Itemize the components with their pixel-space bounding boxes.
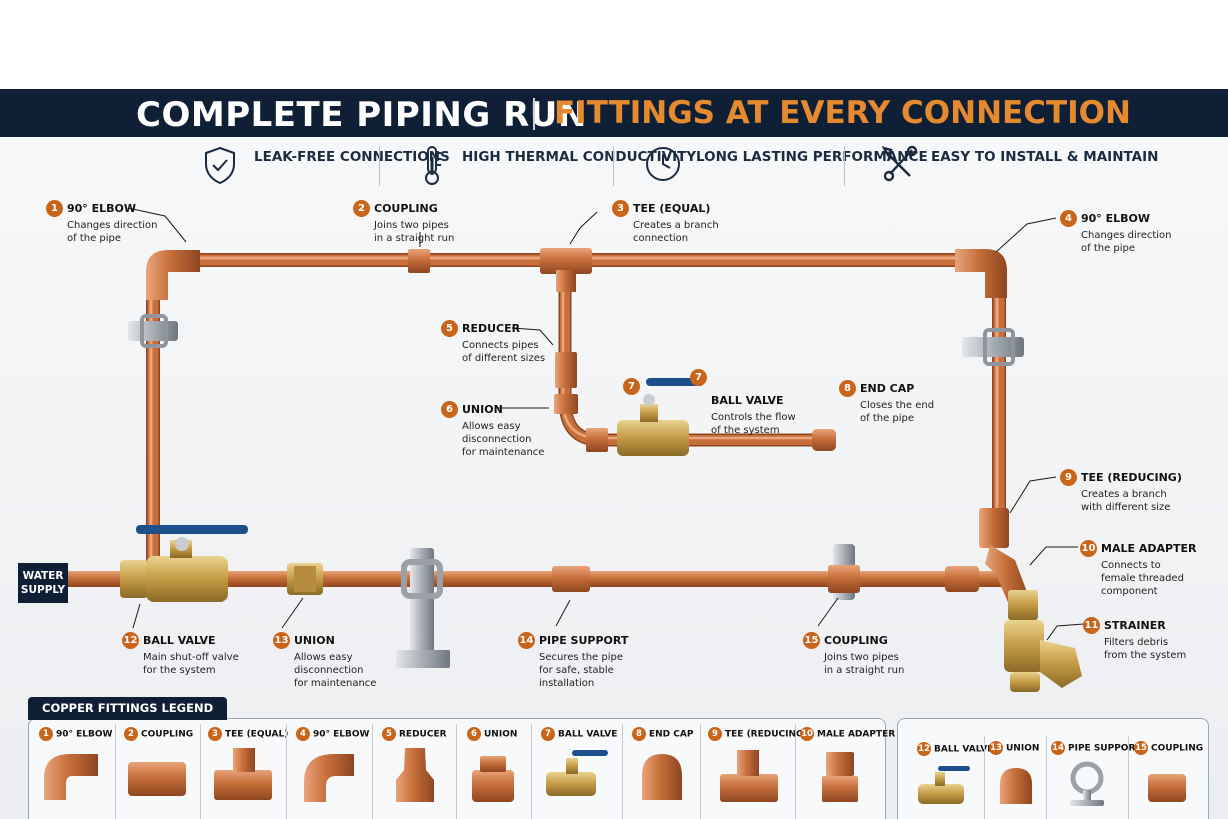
elbow-4 — [955, 249, 1007, 298]
thumb-male-adapter-10 — [822, 752, 858, 802]
feature-thermal: HIGH THERMAL CONDUCTIVITY — [462, 149, 697, 165]
ball-valve-7 — [617, 378, 704, 456]
thumb-tee-reducing-9 — [720, 750, 778, 802]
thumb-end-cap-8 — [642, 754, 682, 800]
legend-divider — [984, 736, 985, 819]
header-bar — [0, 89, 1228, 137]
legend-divider — [531, 724, 532, 819]
clock-icon — [646, 147, 680, 181]
reducer-5 — [555, 352, 577, 388]
legend-divider — [622, 724, 623, 819]
feature-leak-free: LEAK-FREE CONNECTIONS — [254, 149, 450, 165]
legend-divider — [795, 724, 796, 819]
legend-divider — [1128, 736, 1129, 819]
legend-divider — [372, 724, 373, 819]
legend-divider — [700, 724, 701, 819]
legend-divider — [286, 724, 287, 819]
feature-long-lasting: LONG LASTING PERFORMANCE — [696, 149, 928, 165]
feature-divider — [844, 146, 845, 186]
fittings — [120, 248, 1082, 692]
thumb-ball-valve-12 — [918, 766, 970, 804]
thermometer-icon — [425, 146, 441, 185]
elbow-1 — [146, 250, 200, 300]
thumb-elbow-1 — [44, 754, 98, 800]
legend-divider — [1046, 736, 1047, 819]
thumb-tee-3 — [214, 748, 272, 800]
coupling-2b — [552, 566, 590, 592]
title-right: FITTINGS AT EVERY CONNECTION — [554, 95, 1131, 131]
thumb-pipe-support-14 — [1070, 761, 1104, 806]
shield-check-icon — [205, 146, 235, 185]
thumb-coupling-15 — [1148, 774, 1186, 802]
thumb-ball-valve-7 — [546, 750, 608, 796]
thumb-coupling-2 — [128, 762, 186, 796]
union-6 — [554, 394, 578, 414]
feature-divider — [379, 146, 380, 186]
legend-title: COPPER FITTINGS LEGEND — [28, 697, 228, 720]
thumb-reducer-5 — [396, 748, 434, 802]
feature-easy-install: EASY TO INSTALL & MAINTAIN — [931, 149, 1159, 165]
thumb-elbow-4 — [304, 754, 354, 802]
title-left: COMPLETE PIPING RUN — [136, 95, 587, 135]
legend-divider — [115, 724, 116, 819]
tee-reducing-9 — [979, 508, 1009, 548]
leader-lines — [127, 207, 1085, 641]
legend-divider — [200, 724, 201, 819]
thumb-union-13 — [1000, 768, 1032, 804]
tee-3 — [540, 248, 592, 274]
coupling-15 — [828, 544, 860, 600]
callout-7-marker: 7 — [623, 376, 644, 395]
male-adapter-10 — [1008, 590, 1038, 620]
thumb-union-6 — [472, 756, 514, 802]
title-divider — [533, 98, 535, 130]
feature-divider — [613, 146, 614, 186]
end-cap-8 — [812, 429, 836, 451]
coupling-2 — [408, 249, 430, 273]
tools-icon — [881, 145, 918, 182]
strainer-11 — [1004, 620, 1082, 692]
clamp-left — [128, 314, 178, 348]
clamp-right — [962, 328, 1024, 366]
ball-valve-12 — [120, 525, 248, 602]
legend-divider — [456, 724, 457, 819]
water-supply-label: WATER SUPPLY — [18, 563, 68, 603]
pipe-support-14 — [396, 548, 450, 668]
